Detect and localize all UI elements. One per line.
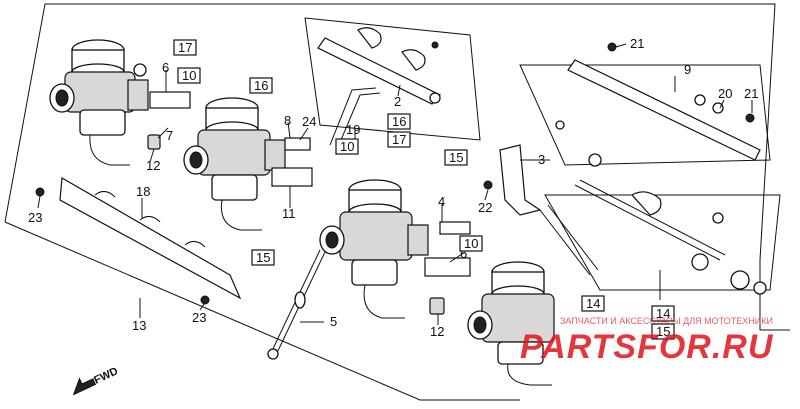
callout-8: 8 — [284, 113, 291, 128]
forward-indicator: FWD — [72, 365, 120, 396]
link-rod-14 — [574, 179, 767, 295]
boxed-10b: 10 — [340, 139, 354, 154]
bracket-6a — [149, 91, 191, 109]
hose-19 — [329, 87, 381, 148]
fwd-arrow-icon — [72, 377, 97, 396]
callout-6a: 6 — [162, 60, 169, 75]
spring-rod-5 — [267, 249, 326, 360]
screw-23b — [200, 295, 210, 305]
watermark: ЗАПЧАСТИ И АКСЕССУАРЫ ДЛЯ МОТОТЕХНИКИ PA… — [520, 316, 774, 366]
throttle-linkage-3 — [499, 120, 602, 276]
callout-21a: 21 — [630, 36, 644, 51]
callout-12b: 12 — [430, 324, 444, 339]
boxed-16b: 16 — [392, 114, 406, 129]
callout-19: 19 — [346, 122, 360, 137]
watermark-tagline: ЗАПЧАСТИ И АКСЕССУАРЫ ДЛЯ МОТОТЕХНИКИ — [560, 316, 773, 326]
boxed-17b: 17 — [392, 132, 406, 147]
callout-5: 5 — [330, 314, 337, 329]
callout-18: 18 — [136, 184, 150, 199]
callout-numbers: 2 3 4 5 6 6 7 8 9 11 12 12 13 18 19 20 2… — [28, 36, 758, 339]
callout-4: 4 — [438, 194, 445, 209]
boxed-15c: 15 — [656, 324, 670, 339]
carburetor-2 — [183, 97, 286, 231]
bracket-11 — [271, 167, 313, 187]
callout-3: 3 — [538, 152, 545, 167]
callout-2: 2 — [394, 94, 401, 109]
callout-23a: 23 — [28, 210, 42, 225]
leader-lines — [37, 43, 753, 325]
link-4 — [439, 221, 471, 235]
boxed-14a: 14 — [586, 296, 600, 311]
carburetor-4 — [467, 261, 555, 386]
callout-21b: 21 — [744, 86, 758, 101]
callout-11: 11 — [282, 206, 296, 221]
callout-20: 20 — [718, 86, 732, 101]
callout-6b: 6 — [460, 246, 467, 261]
callout-7: 7 — [166, 128, 173, 143]
boxed-17a: 17 — [178, 40, 192, 55]
carburetor-1 — [49, 39, 149, 166]
watermark-brand: PARTSFOR.RU — [520, 328, 774, 366]
callout-23b: 23 — [192, 310, 206, 325]
callout-22: 22 — [478, 200, 492, 215]
washer-20 — [712, 102, 724, 114]
assembly-frame-lower — [4, 221, 520, 401]
boxed-15b: 15 — [256, 250, 270, 265]
right-plate-9 — [567, 59, 761, 216]
screw-23a — [35, 187, 45, 197]
boxed-10c: 10 — [464, 236, 478, 251]
plate-frame-2 — [304, 17, 481, 141]
plate-frame-14 — [544, 194, 781, 291]
boxed-callouts: 17 10 16 10 16 17 15 10 15 14 14 15 — [173, 39, 675, 340]
fwd-label: FWD — [92, 365, 120, 386]
link-8 — [284, 137, 311, 151]
bracket-6b — [424, 257, 471, 277]
screw-21a — [607, 42, 617, 52]
carburetor-3 — [319, 179, 429, 319]
jet-12b — [429, 297, 445, 315]
callout-9: 9 — [684, 62, 691, 77]
boxed-14b: 14 — [656, 306, 670, 321]
rear-plate-2 — [317, 27, 441, 105]
boxed-16a: 16 — [254, 78, 268, 93]
callout-24: 24 — [302, 114, 316, 129]
screw-21b — [745, 113, 755, 123]
boxed-10a: 10 — [182, 68, 196, 83]
callout-13: 13 — [132, 318, 146, 333]
rail-13-18 — [59, 177, 242, 300]
boxed-15a: 15 — [449, 150, 463, 165]
plate-frame-9 — [519, 64, 771, 166]
callout-12a: 12 — [146, 158, 160, 173]
screw-22 — [483, 180, 493, 190]
